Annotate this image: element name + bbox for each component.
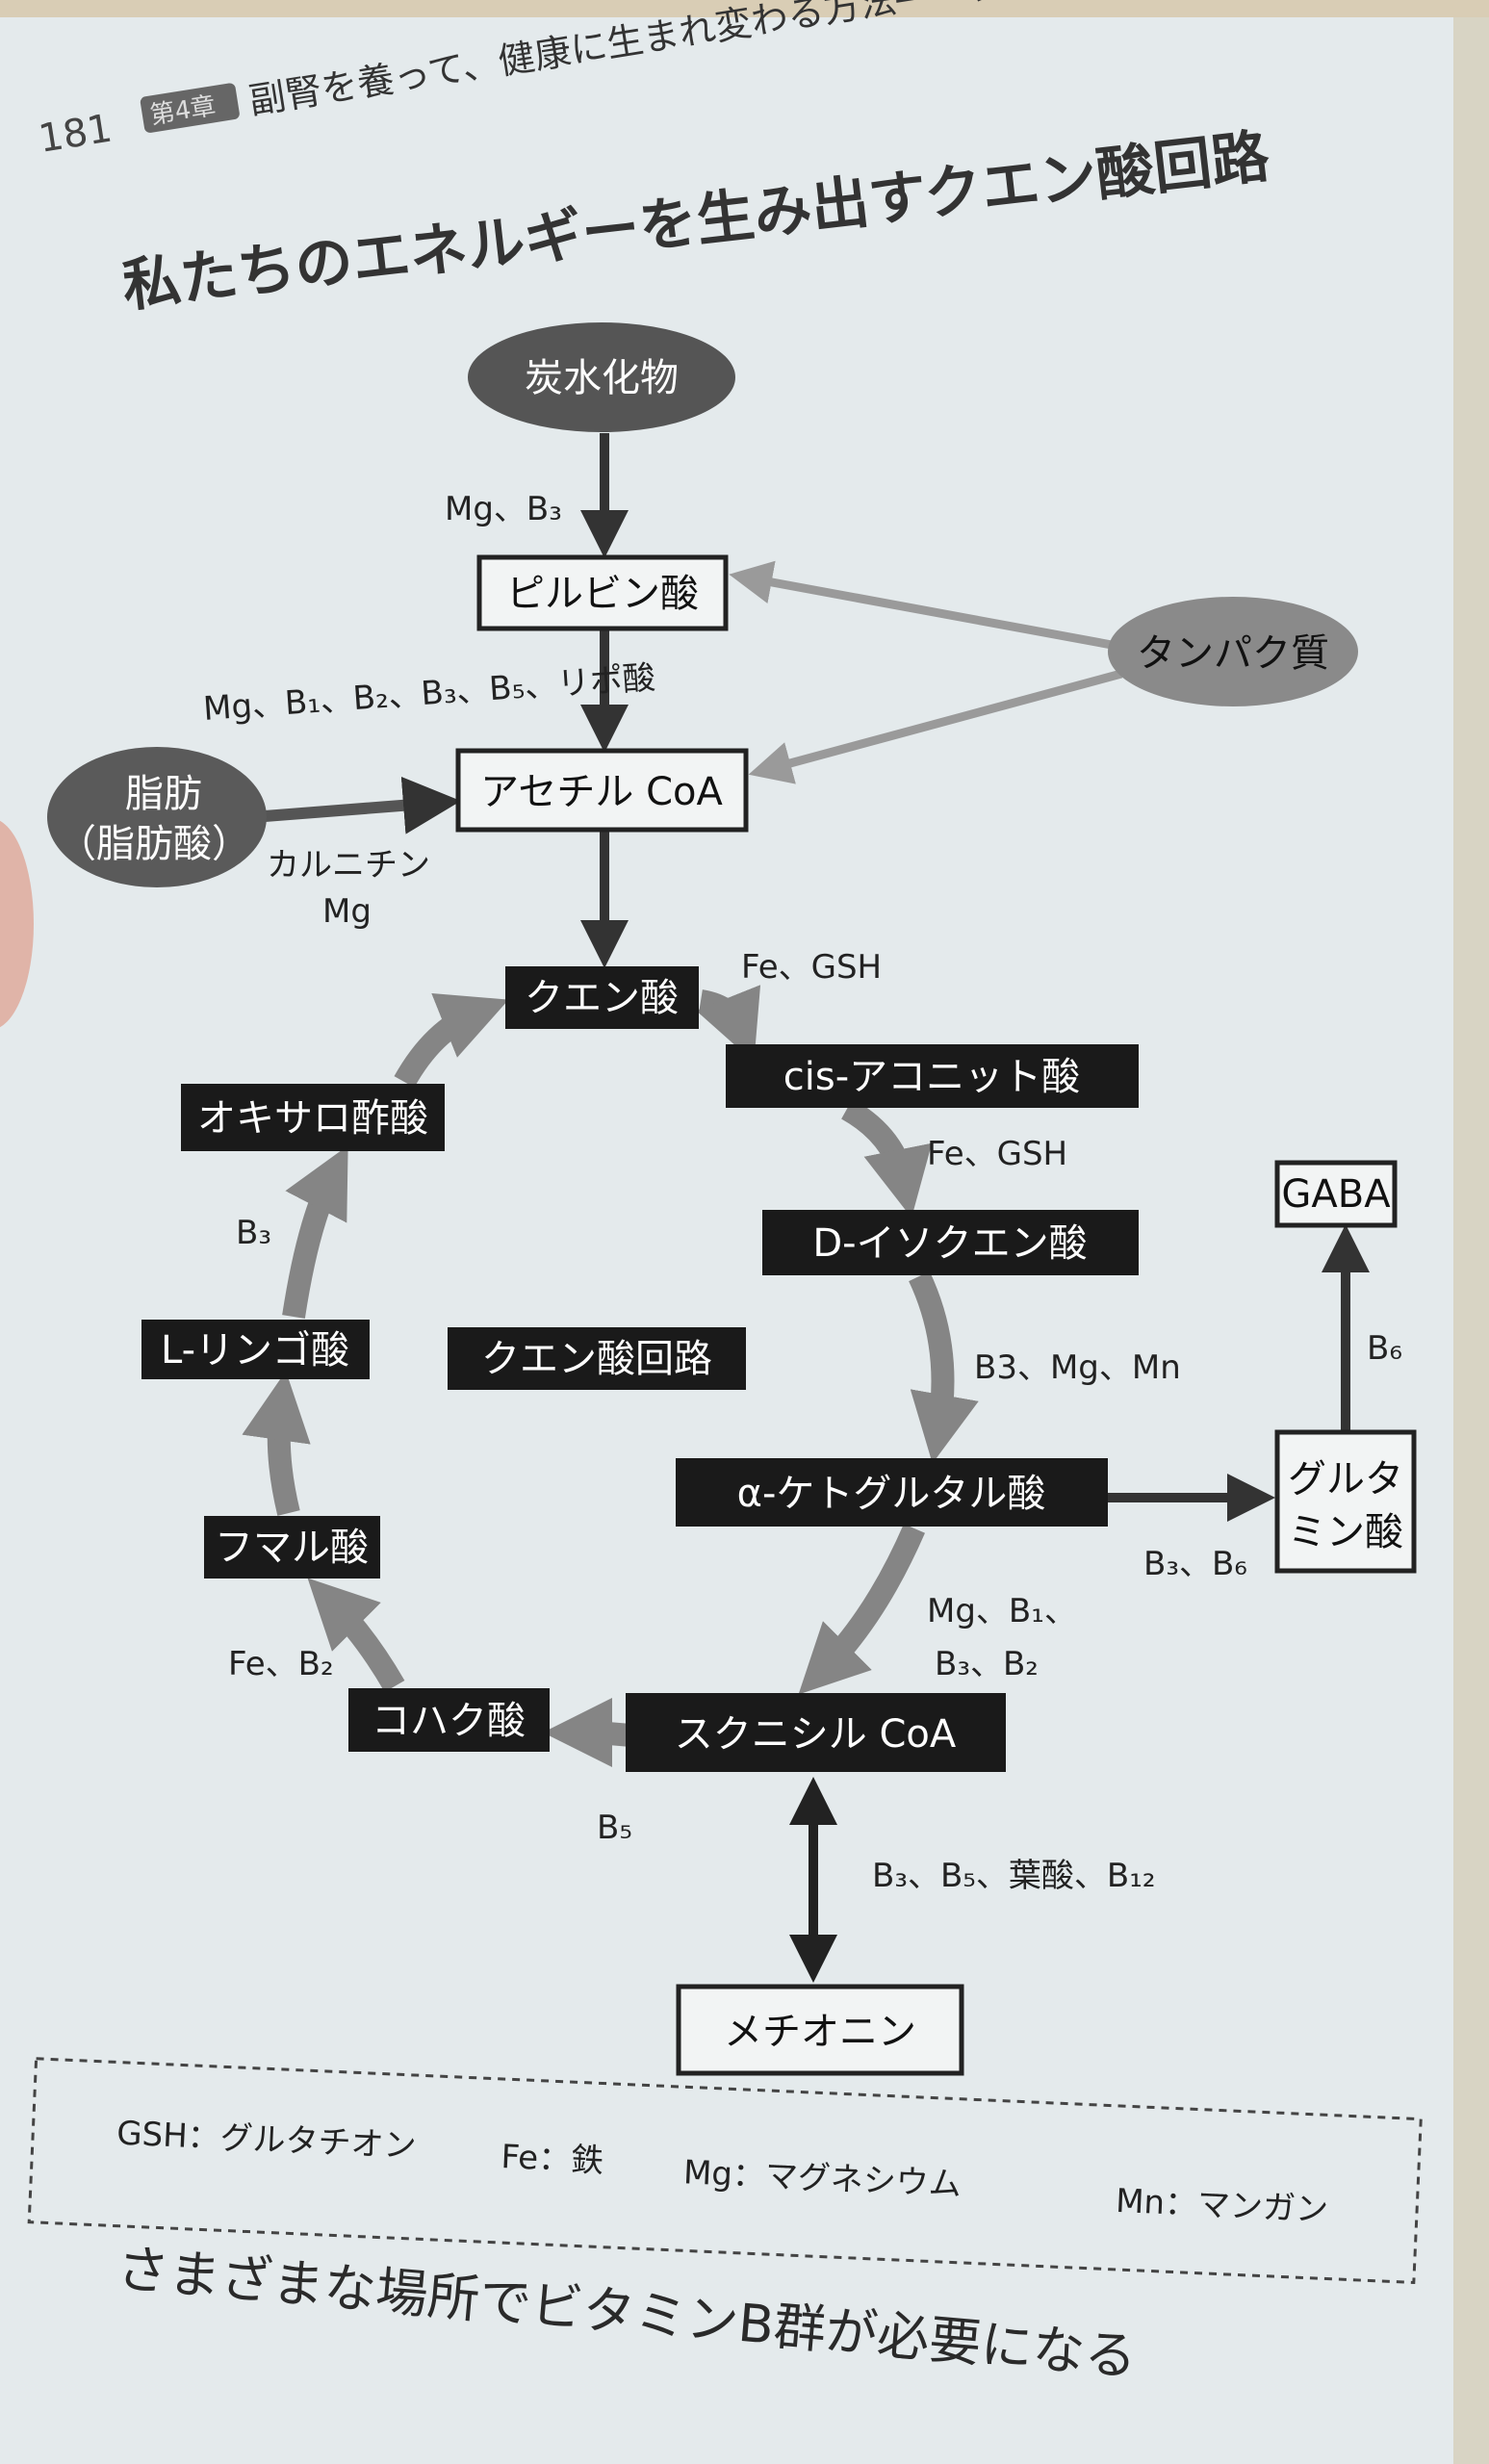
- legend-item-gsh: GSH：グルタチオン: [116, 2115, 417, 2167]
- cofactor-carb-pyruvate: Mg、B₃: [445, 490, 562, 528]
- arrow-malate-to-oxaloacetate: [282, 1145, 348, 1319]
- running-head: 副腎を養って、健康に生まれ変わる方法――食事編: [246, 0, 1080, 122]
- diagram-title: 私たちのエネルギーを生み出すクエン酸回路: [119, 123, 1273, 321]
- gaba-label: GABA: [1281, 1172, 1391, 1217]
- cofactor-keto-succinyl-1: Mg、B₁、: [927, 1592, 1077, 1630]
- cofactor-keto-glutamate: B₃、B₆: [1143, 1545, 1247, 1583]
- cofactor-fat-1: カルニチン: [267, 846, 430, 885]
- cofactor-cis-iso: Fe、GSH: [927, 1135, 1067, 1173]
- malate-label: L-リンゴ酸: [161, 1328, 349, 1373]
- succinyl-coa-node: [626, 1693, 1006, 1772]
- glutamate-node: [1274, 1429, 1417, 1574]
- fat-label-1: 脂肪: [125, 772, 202, 816]
- ketoglutarate-label: α-ケトグルタル酸: [737, 1472, 1046, 1516]
- page-edge: [1453, 0, 1489, 2464]
- arrow-citrate-to-cis: [696, 985, 761, 1063]
- acetyl-coa-node: [455, 748, 749, 833]
- citrate-label: クエン酸: [525, 976, 679, 1020]
- malate-node: [141, 1320, 370, 1379]
- arrow-iso-to-keto: [909, 1270, 979, 1464]
- gaba-node: [1274, 1160, 1398, 1228]
- cofactor-pyruvate-acetyl: Mg、B₁、B₂、B₃、B₅、リポ酸: [202, 658, 656, 729]
- cofactor-glutamate-gaba: B₆: [1367, 1329, 1402, 1368]
- legend-box: [27, 2057, 1423, 2285]
- cofactor-succinyl-succinate: B₅: [597, 1809, 632, 1847]
- oxaloacetate-node: [181, 1084, 445, 1151]
- isocitrate-node: [762, 1210, 1139, 1275]
- succinate-label: コハク酸: [372, 1699, 526, 1743]
- arrow-succinate-to-fumarate: [307, 1578, 405, 1692]
- citric-acid-cycle-diagram: 炭水化物 タンパク質 脂肪 （脂肪酸） ピルビン酸 アセチル CoA GABA …: [47, 322, 1417, 2076]
- chapter-badge: [140, 83, 240, 133]
- protein-label: タンパク質: [1137, 631, 1329, 676]
- arrow-protein-to-pyruvate: [729, 560, 1113, 650]
- arrow-cis-to-iso: [840, 1098, 933, 1219]
- arrow-fat-to-acetyl: [264, 776, 461, 834]
- methionine-node: [676, 1984, 964, 2076]
- caption: さまざまな場所でビタミンB群が必要になる: [115, 2238, 1139, 2387]
- legend-item-mn: Mn：マンガン: [1115, 2182, 1328, 2230]
- arrow-oxaloacetate-to-citrate: [394, 992, 509, 1088]
- succinate-node: [348, 1688, 550, 1752]
- oxaloacetate-label: オキサロ酢酸: [197, 1096, 428, 1141]
- citrate-node: [505, 966, 699, 1029]
- acetyl-coa-label: アセチル CoA: [480, 770, 723, 814]
- cis-aconitate-node: [726, 1044, 1139, 1108]
- carbohydrate-node: [468, 322, 735, 432]
- legend-item-mg: Mg：マグネシウム: [682, 2153, 962, 2204]
- cofactor-succinate-fumarate: Fe、B₂: [228, 1645, 334, 1683]
- cis-aconitate-label: cis-アコニット酸: [783, 1055, 1080, 1099]
- protein-node: [1108, 597, 1358, 706]
- fat-label-2: （脂肪酸）: [58, 822, 250, 866]
- ketoglutarate-node: [676, 1458, 1108, 1527]
- page-header: 181 第4章 副腎を養って、健康に生まれ変わる方法――食事編: [36, 0, 1080, 162]
- succinyl-coa-label: スクニシル CoA: [675, 1712, 957, 1757]
- arrow-fumarate-to-malate: [242, 1371, 311, 1516]
- carbohydrate-label: 炭水化物: [525, 356, 679, 400]
- pyruvate-label: ピルビン酸: [506, 572, 699, 616]
- fumarate-node: [204, 1516, 380, 1578]
- glutamate-label-2: ミン酸: [1288, 1510, 1403, 1554]
- pyruvate-node: [476, 554, 729, 631]
- cofactor-iso-keto: B3、Mg、Mn: [974, 1348, 1181, 1387]
- cofactor-succinyl-methionine: B₃、B₅、葉酸、B₁₂: [872, 1857, 1156, 1895]
- cycle-label: クエン酸回路: [481, 1337, 712, 1381]
- glutamate-label-1: グルタ: [1288, 1457, 1403, 1502]
- cofactor-fat-2: Mg: [322, 892, 372, 931]
- top-edge: [0, 0, 1489, 17]
- page-number: 181: [36, 106, 116, 161]
- arrow-keto-to-succinyl: [798, 1524, 926, 1695]
- finger: [0, 820, 34, 1028]
- cofactor-malate-oxaloacetate: B₃: [236, 1214, 271, 1252]
- fat-node: [47, 747, 267, 887]
- methionine-label: メチオニン: [724, 2010, 916, 2054]
- arrow-protein-to-acetyl: [748, 669, 1123, 784]
- cofactor-citrate-cis: Fe、GSH: [741, 948, 882, 987]
- isocitrate-label: D-イソクエン酸: [812, 1221, 1087, 1266]
- fumarate-label: フマル酸: [215, 1526, 369, 1570]
- cycle-label-box: [448, 1327, 746, 1390]
- cofactor-keto-succinyl-2: B₃、B₂: [935, 1645, 1039, 1683]
- legend-item-fe: Fe：鉄: [501, 2138, 604, 2181]
